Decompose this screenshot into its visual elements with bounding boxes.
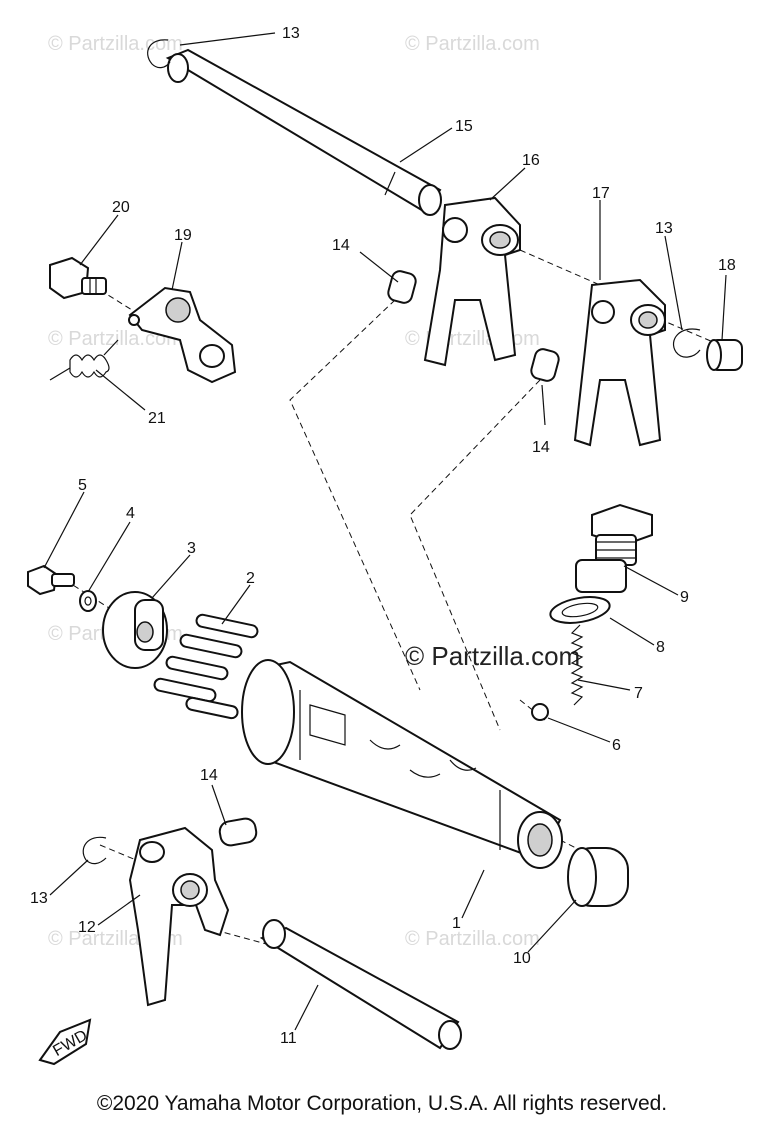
callout-5: 5 <box>78 477 87 494</box>
part-16-shift-fork <box>423 196 521 367</box>
part-18-plug <box>706 339 743 371</box>
leader-lines <box>43 32 727 1031</box>
callout-13-bottom: 13 <box>30 890 48 907</box>
part-13-circlip-top <box>147 39 171 69</box>
fwd-arrow-icon: FWD <box>38 1018 92 1066</box>
callout-19: 19 <box>174 227 192 244</box>
callout-15: 15 <box>455 118 473 135</box>
callout-14-b: 14 <box>532 439 550 456</box>
watermark-1: © Partzilla.com <box>48 33 183 55</box>
part-7-spring <box>570 624 584 706</box>
callout-14-c: 14 <box>200 767 218 784</box>
callout-2: 2 <box>246 570 255 587</box>
part-14-roller-c <box>218 817 258 847</box>
part-10-plug <box>567 847 629 907</box>
callout-3: 3 <box>187 540 196 557</box>
callout-labels: 13 15 16 17 13 18 20 19 14 21 14 5 4 3 2… <box>30 25 736 1047</box>
part-3-segment <box>102 591 168 669</box>
callout-7: 7 <box>634 685 643 702</box>
part-2-pins <box>153 613 259 720</box>
part-17-shift-fork <box>573 278 666 447</box>
callout-20: 20 <box>112 199 130 216</box>
part-1-shift-cam <box>241 659 563 869</box>
callout-21: 21 <box>148 410 166 427</box>
part-9-plug-bolt <box>575 503 653 593</box>
part-4-washer <box>79 590 97 612</box>
callout-9: 9 <box>680 589 689 606</box>
callout-14-a: 14 <box>332 237 350 254</box>
callout-16: 16 <box>522 152 540 169</box>
part-13-circlip-right <box>672 328 701 358</box>
callout-17: 17 <box>592 185 610 202</box>
part-15-shift-guide-shaft <box>165 48 442 216</box>
callout-13-top: 13 <box>282 25 300 42</box>
watermark-3: © Partzilla.com <box>48 328 183 350</box>
part-8-gasket <box>549 596 611 624</box>
part-11-shift-guide-shaft <box>259 919 462 1050</box>
callout-6: 6 <box>612 737 621 754</box>
copyright-notice: ©2020 Yamaha Motor Corporation, U.S.A. A… <box>96 1092 668 1115</box>
part-12-shift-fork <box>128 826 230 1007</box>
callout-1: 1 <box>452 915 461 932</box>
part-19-stopper-lever <box>128 286 237 384</box>
part-6-ball <box>531 703 549 721</box>
callout-11: 11 <box>280 1030 297 1047</box>
watermark-7: © Partzilla.com <box>405 928 540 950</box>
callout-18: 18 <box>718 257 736 274</box>
part-5-bolt <box>27 564 75 596</box>
callout-4: 4 <box>126 505 135 522</box>
part-21-spring <box>49 339 119 381</box>
callout-12: 12 <box>78 919 96 936</box>
part-14-roller-b <box>530 348 560 382</box>
part-20-bolt <box>49 256 107 300</box>
callout-8: 8 <box>656 639 665 656</box>
callout-10: 10 <box>513 950 531 967</box>
watermark-center: © Partzilla.com <box>405 641 580 671</box>
watermark-4: © Partzilla.com <box>405 328 540 350</box>
watermark-2: © Partzilla.com <box>405 33 540 55</box>
callout-13-right: 13 <box>655 220 673 237</box>
part-14-roller-a <box>387 270 417 304</box>
part-13-circlip-bottom <box>82 836 107 865</box>
